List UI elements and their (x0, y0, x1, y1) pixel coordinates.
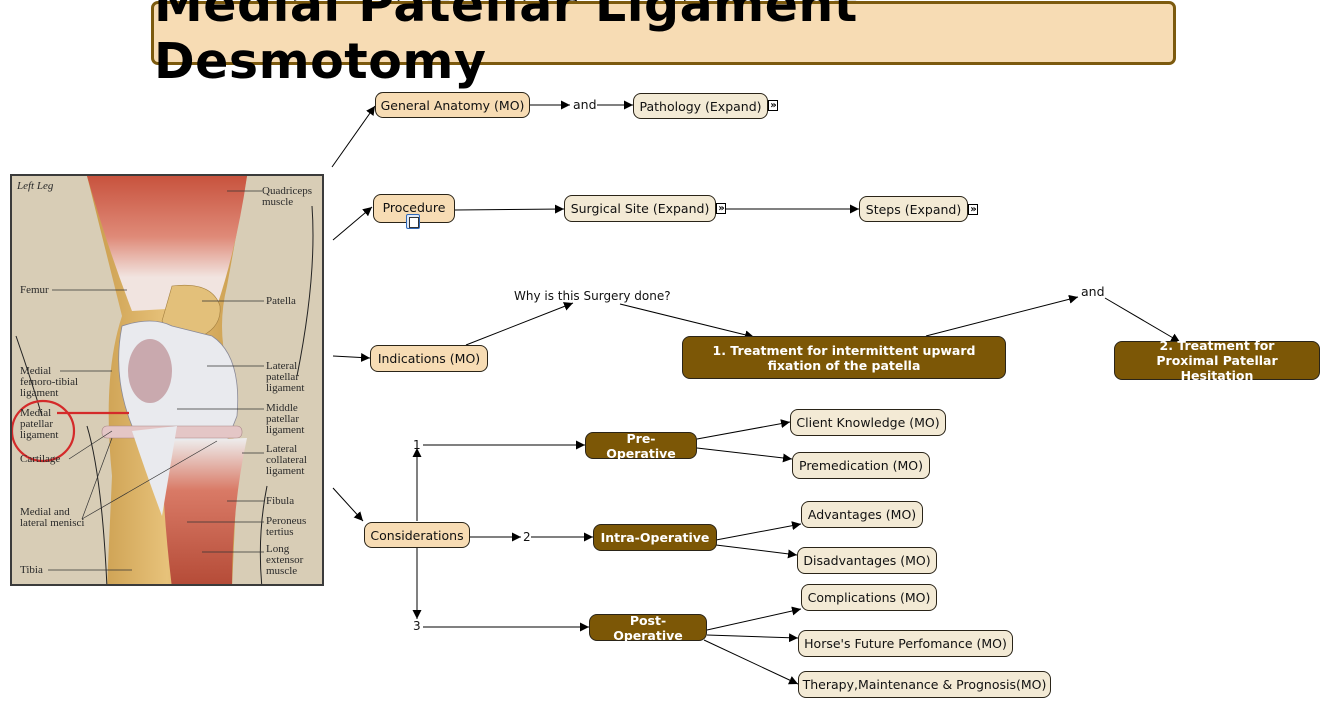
label-femur: Femur (20, 284, 49, 296)
link-to-indications (332, 353, 371, 363)
document-icon[interactable] (406, 214, 420, 229)
node-advantages[interactable]: Advantages (MO) (801, 501, 923, 528)
highlight-circle (12, 399, 76, 463)
node-client-knowledge[interactable]: Client Knowledge (MO) (790, 409, 946, 436)
link-procedure-site (454, 204, 565, 214)
node-surgical-site[interactable]: Surgical Site (Expand) (564, 195, 716, 222)
link-postop-performance (706, 633, 799, 643)
link-indications-why (465, 302, 574, 346)
link-to-general-anatomy (331, 105, 376, 168)
double-chevron-right-icon[interactable]: » (716, 203, 726, 214)
link-preop-premed (696, 447, 793, 463)
node-intra-operative[interactable]: Intra-Operative (593, 524, 717, 551)
link-intraop-disadv (715, 544, 798, 559)
node-pathology[interactable]: Pathology (Expand) (633, 93, 768, 119)
link-to-procedure (332, 206, 373, 241)
node-general-anatomy[interactable]: General Anatomy (MO) (375, 92, 530, 118)
label-fibula: Fibula (266, 495, 295, 507)
node-considerations[interactable]: Considerations (364, 522, 470, 548)
double-chevron-right-icon[interactable]: » (968, 204, 978, 215)
label-tibia: Tibia (20, 564, 43, 576)
node-premedication[interactable]: Premedication (MO) (792, 452, 930, 479)
node-complications[interactable]: Complications (MO) (801, 584, 937, 611)
link-intraop-adv (715, 521, 802, 541)
label-num-2: 2 (523, 530, 531, 544)
link-postop-therapy (703, 639, 799, 685)
label-patella: Patella (266, 295, 296, 307)
node-indications[interactable]: Indications (MO) (370, 345, 488, 372)
node-pre-operative[interactable]: Pre-Operative (585, 431, 697, 461)
node-treatment-2[interactable]: 2. Treatment for Proximal Patellar Hesit… (1114, 338, 1320, 383)
link-treatment1-and (925, 294, 1079, 337)
link-to-considerations (332, 487, 364, 522)
node-disadvantages[interactable]: Disadvantages (MO) (797, 547, 937, 574)
link-and-treatment2 (1104, 297, 1181, 343)
double-chevron-right-icon[interactable]: » (768, 100, 778, 111)
node-therapy[interactable]: Therapy,Maintenance & Prognosis(MO) (798, 671, 1051, 698)
link-why-treatment1 (619, 303, 755, 340)
knee-illustration (12, 176, 314, 584)
node-future-performance[interactable]: Horse's Future Perfomance (MO) (798, 630, 1013, 657)
leg-heading: Left Leg (17, 180, 54, 192)
label-and-2: and (1081, 284, 1105, 299)
label-and-1: and (573, 97, 597, 112)
label-why-surgery: Why is this Surgery done? (514, 289, 671, 303)
node-steps[interactable]: Steps (Expand) (859, 196, 968, 222)
link-preop-client (696, 419, 791, 440)
link-postop-complications (706, 606, 802, 631)
label-num-3: 3 (413, 619, 421, 633)
label-cartilage: Cartilage (20, 453, 61, 465)
node-treatment-1[interactable]: 1. Treatment for intermittent upward fix… (682, 336, 1006, 379)
label-num-1: 1 (413, 438, 421, 452)
node-post-operative[interactable]: Post-Operative (589, 613, 707, 643)
